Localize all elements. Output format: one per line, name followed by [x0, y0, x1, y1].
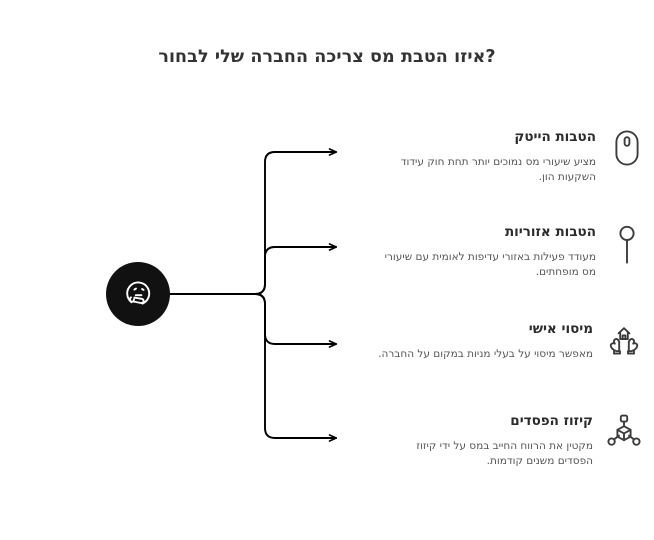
- computer-mouse-icon: [606, 128, 648, 174]
- branch-title-hitech: הטבות הייטק: [514, 129, 596, 145]
- branch-item-personal-tax[interactable]: מיסוי אישי מאפשר מיסוי על בעלי מניות במק…: [355, 320, 645, 366]
- branch-item-hitech[interactable]: הטבות הייטק מציע שיעורי מס נמוכים יותר ת…: [358, 128, 648, 185]
- branch-title-loss-offset: קיזוז הפסדים: [510, 413, 593, 429]
- branch-description-hitech: מציע שיעורי מס נמוכים יותר תחת חוק עידוד…: [400, 156, 596, 183]
- branch-title-personal-tax: מיסוי אישי: [528, 321, 593, 337]
- branch-text-regional: הטבות אזוריות מעודד פעילות באזורי עדיפות…: [358, 223, 606, 280]
- hands-holding-house-icon: [603, 320, 645, 366]
- branch-text-loss-offset: קיזוז הפסדים מקטין את הרווח החייב במס על…: [355, 412, 603, 469]
- central-hub-node[interactable]: [106, 262, 170, 326]
- branch-title-regional: הטבות אזוריות: [504, 224, 596, 240]
- branch-description-personal-tax: מאפשר מיסוי על בעלי מניות במקום על החברה…: [378, 348, 593, 360]
- connector-branch-4: [254, 293, 338, 442]
- branch-description-loss-offset: מקטין את הרווח החייב במס על ידי קיזוז הפ…: [416, 440, 593, 467]
- connector-branch-3: [254, 293, 338, 348]
- branch-item-regional[interactable]: הטבות אזוריות מעודד פעילות באזורי עדיפות…: [358, 223, 648, 280]
- connector-branch-1: [254, 148, 338, 295]
- branch-item-loss-offset[interactable]: קיזוז הפסדים מקטין את הרווח החייב במס על…: [355, 412, 645, 469]
- branch-description-regional: מעודד פעילות באזורי עדיפות לאומית עם שיע…: [384, 251, 596, 278]
- branch-text-hitech: הטבות הייטק מציע שיעורי מס נמוכים יותר ת…: [358, 128, 606, 185]
- thinking-face-icon: [121, 277, 155, 311]
- map-pin-icon: [606, 223, 648, 269]
- network-cube-icon: [603, 412, 645, 458]
- branch-text-personal-tax: מיסוי אישי מאפשר מיסוי על בעלי מניות במק…: [355, 320, 603, 362]
- connector-branch-2: [254, 243, 338, 295]
- page-title: ?איזו הטבת מס צריכה החברה שלי לבחור: [158, 47, 496, 67]
